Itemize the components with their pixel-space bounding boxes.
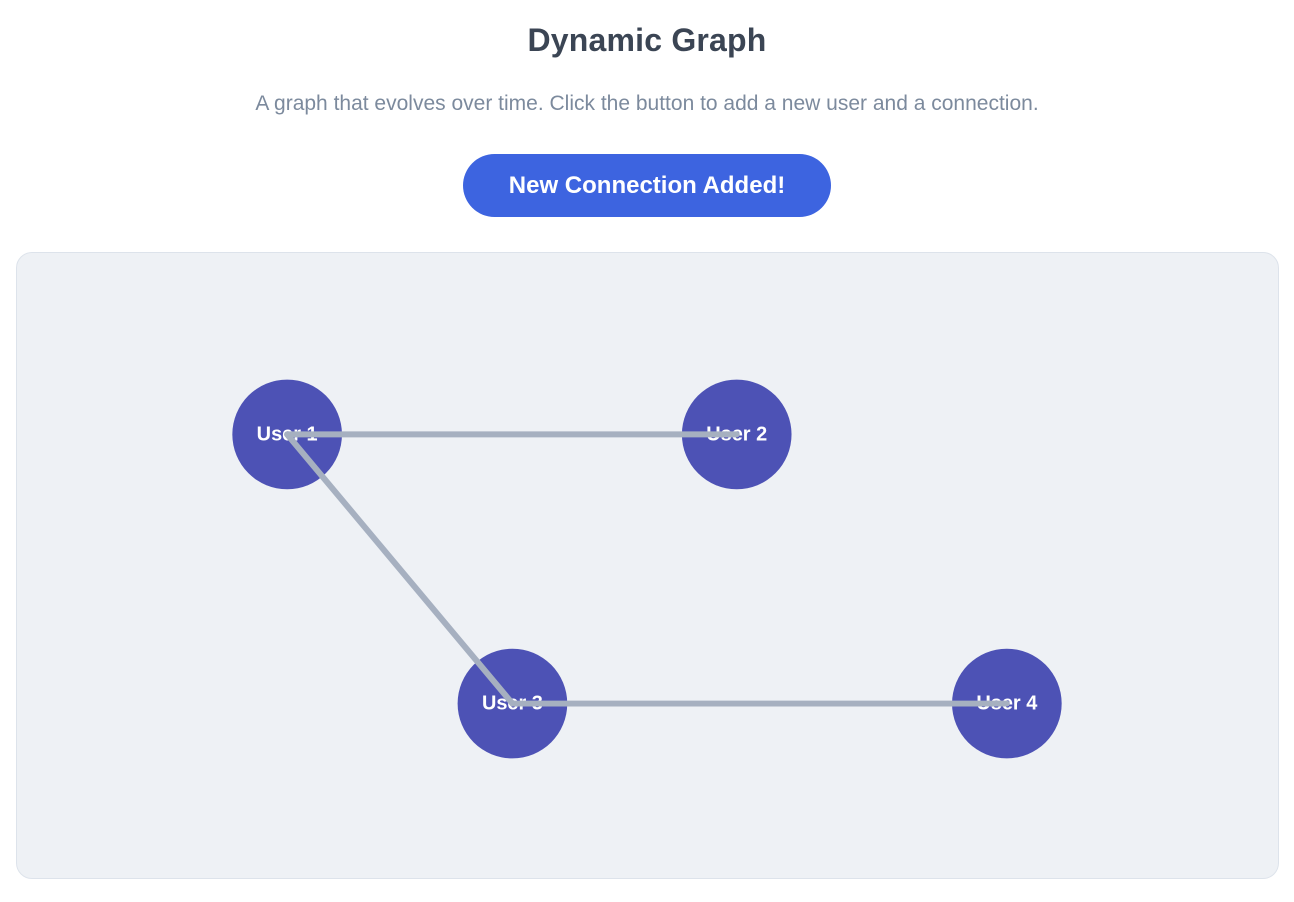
page-title: Dynamic Graph [527, 22, 767, 58]
page-header: Dynamic Graph A graph that evolves over … [8, 22, 1286, 118]
add-connection-button[interactable]: New Connection Added! [462, 154, 832, 217]
graph-edge-user1-user3 [283, 431, 515, 707]
button-row: New Connection Added! [8, 154, 1286, 217]
page-subtitle: A graph that evolves over time. Click th… [255, 92, 1039, 115]
